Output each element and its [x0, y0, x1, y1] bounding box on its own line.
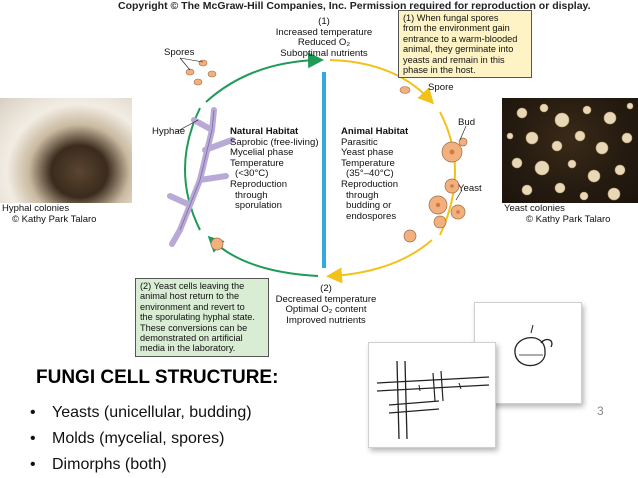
animal-habitat-line: Reproduction	[341, 178, 399, 190]
bullet-text: Molds (mycelial, spores)	[52, 430, 225, 447]
yeast-colonies-dots	[506, 102, 634, 201]
note2-line: demonstrated on artificial	[140, 333, 243, 344]
animal-habitat-title: Animal Habitat	[341, 126, 409, 137]
yeast-colonies-photo	[502, 98, 638, 203]
natural-habitat-line: Temperature	[230, 157, 284, 169]
bullet-dot-icon: •	[30, 430, 36, 447]
right-photo-caption-title: Yeast colonies	[504, 203, 565, 214]
bullet-text: Yeasts (unicellular, budding)	[52, 404, 252, 421]
note2-line: These conversions can be	[140, 322, 248, 333]
bullet-dot-icon: •	[30, 404, 36, 421]
animal-habitat-line: budding or	[346, 200, 392, 212]
natural-habitat-block: Natural Habitat Saprobic (free-living) M…	[230, 126, 319, 212]
animal-habitat-line: Parasitic	[341, 136, 378, 148]
note1-line: phase in the host.	[403, 65, 476, 76]
left-photo-caption-title: Hyphal colonies	[2, 203, 70, 214]
note2-line: environment and revert to	[140, 301, 245, 312]
bullet-list: • Yeasts (unicellular, budding) • Molds (m…	[30, 400, 252, 478]
page-number: 3	[597, 404, 604, 418]
animal-habitat-line: Yeast phase	[341, 147, 394, 159]
bullet-item: • Molds (mycelial, spores)	[30, 426, 252, 452]
bottom-conditions-line2: Optimal O₂ content	[285, 304, 367, 316]
spore-cell	[399, 86, 411, 94]
spore-label: Spore	[428, 82, 454, 93]
note2-line: the sporulating hyphal state.	[140, 312, 255, 323]
animal-habitat-line: endospores	[346, 210, 397, 222]
top-conditions-label: (1) Increased temperature Reduced O₂ Sub…	[268, 16, 380, 59]
mold-hyphae-sketch	[368, 342, 496, 448]
bottom-conditions-label: (2) Decreased temperature Optimal O₂ con…	[264, 283, 388, 326]
bullet-item: • Yeasts (unicellular, budding)	[30, 400, 252, 426]
animal-habitat-line: Temperature	[341, 157, 395, 169]
habitat-divider	[322, 72, 326, 268]
hyphal-colonies-photo	[0, 98, 132, 203]
top-conditions-line3: Suboptimal nutrients	[280, 47, 368, 59]
note1-line: yeasts and remain in this	[403, 54, 505, 65]
bullet-dot-icon: •	[30, 456, 36, 473]
bud-label: Bud	[458, 117, 476, 128]
cycle-arc-top-right	[329, 59, 435, 105]
hyphae-label: Hyphae	[152, 126, 186, 137]
note1-line: animal, they germinate into	[403, 44, 514, 55]
animal-habitat-line: (35°–40°C)	[346, 168, 394, 180]
bullet-text: Dimorphs (both)	[52, 456, 167, 473]
left-photo-caption: Hyphal colonies © Kathy Park Talaro	[2, 203, 96, 225]
yeast-to-hyphae-note: (2) Yeast cells leaving the animal host …	[135, 278, 269, 357]
mold-hyphae-drawing	[376, 360, 490, 440]
left-photo-caption-credit: © Kathy Park Talaro	[12, 214, 97, 225]
animal-habitat-block: Animal Habitat Parasitic Yeast phase Tem…	[341, 126, 409, 222]
cycle-arc-bottom-right	[326, 239, 433, 284]
natural-habitat-line: through	[235, 189, 268, 201]
note2-line: media in the laboratory.	[140, 343, 236, 354]
bottom-conditions-line3: Improved nutrients	[286, 314, 366, 326]
spore-to-yeast-note: (1) When fungal spores from the environm…	[398, 10, 532, 78]
copyright-notice: Copyright © The McGraw-Hill Companies, I…	[118, 0, 591, 12]
spores-label: Spores	[164, 47, 195, 58]
natural-habitat-line: Mycelial phase	[230, 147, 294, 159]
natural-habitat-title: Natural Habitat	[230, 126, 299, 137]
note1-line: from the environment gain	[403, 23, 510, 34]
natural-habitat-line: Saprobic (free-living)	[230, 136, 319, 148]
slide-title: FUNGI CELL STRUCTURE:	[36, 367, 279, 388]
note2-line: animal host return to the	[140, 291, 240, 302]
animal-habitat-line: through	[346, 189, 379, 201]
bottom-conditions-number: (2)	[320, 283, 332, 294]
note1-line: (1) When fungal spores	[403, 13, 499, 23]
natural-habitat-line: sporulation	[235, 200, 282, 212]
natural-habitat-line: (<30°C)	[235, 168, 269, 180]
spores-cluster	[185, 59, 217, 86]
top-conditions-line1: Increased temperature	[275, 26, 373, 38]
right-photo-caption: Yeast colonies © Kathy Park Talaro	[504, 203, 610, 225]
right-photo-caption-credit: © Kathy Park Talaro	[526, 214, 611, 225]
note2-line: (2) Yeast cells leaving the	[140, 281, 245, 291]
cycle-arc-bottom-left	[207, 235, 319, 277]
top-conditions-number: (1)	[318, 16, 330, 27]
natural-habitat-line: Reproduction	[230, 178, 288, 190]
budding-yeast-drawing	[514, 324, 553, 367]
note1-line: entrance to a warm-blooded	[403, 33, 518, 44]
cycle-arc-top-left	[205, 52, 324, 103]
top-conditions-line2: Reduced O₂	[297, 37, 351, 49]
yeast-label: Yeast	[458, 183, 482, 194]
yeast-cells	[210, 137, 468, 251]
bullet-item: • Dimorphs (both)	[30, 452, 252, 478]
bottom-conditions-line1: Decreased temperature	[275, 293, 377, 305]
